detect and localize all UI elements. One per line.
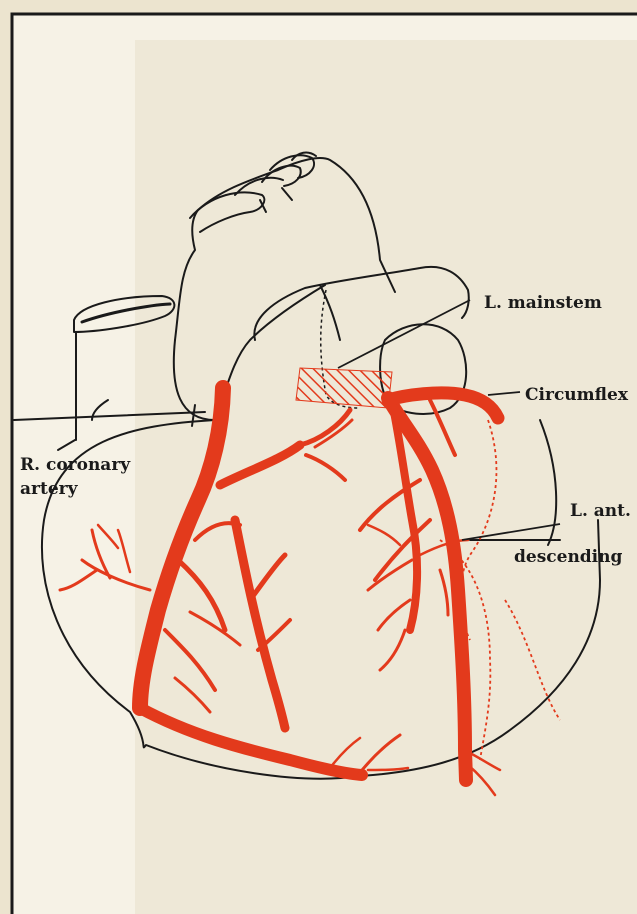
label-r-coronary-line2: artery: [20, 480, 130, 500]
label-r-coronary: R. coronary artery: [20, 456, 130, 499]
label-l-ant: L. ant.: [570, 502, 631, 522]
label-l-mainstem: L. mainstem: [484, 294, 602, 314]
label-descending: descending: [514, 548, 622, 568]
label-circumflex: Circumflex: [525, 386, 628, 406]
label-r-coronary-line1: R. coronary: [20, 456, 130, 476]
